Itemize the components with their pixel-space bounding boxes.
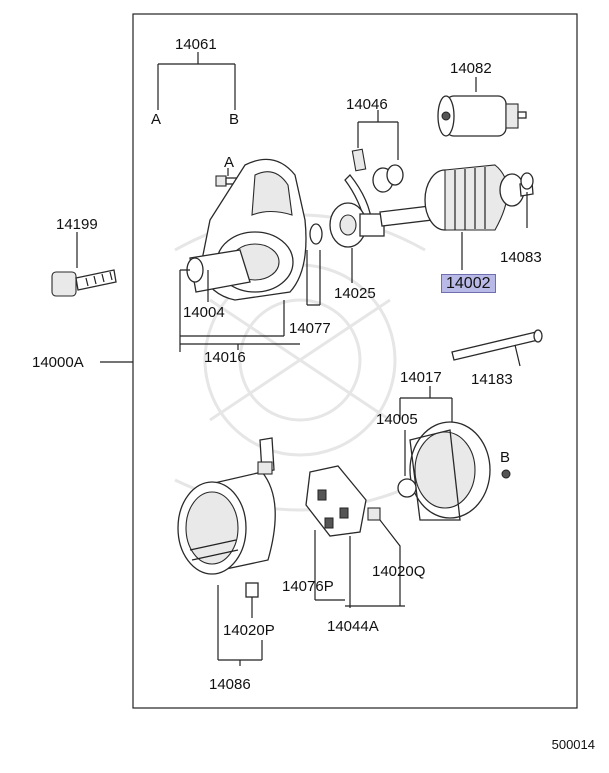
label-14044a: 14044A — [327, 618, 379, 635]
label-14046: 14046 — [346, 96, 388, 113]
diagram-code: 500014 — [551, 737, 595, 752]
label-14183: 14183 — [471, 371, 513, 388]
label-b-2: B — [500, 449, 511, 466]
label-14016: 14016 — [204, 349, 246, 366]
bracket-14004 — [179, 269, 285, 346]
label-a-2: A — [224, 154, 235, 171]
washer-14077 — [306, 223, 323, 306]
brush-14020p — [245, 582, 259, 618]
bracket-14016 — [179, 343, 300, 352]
label-14017: 14017 — [400, 369, 442, 386]
label-14004: 14004 — [183, 304, 225, 321]
lever-14046 — [344, 148, 404, 227]
label-a-1: A — [151, 111, 162, 128]
rear-cover-14017 — [397, 421, 491, 521]
bolt-b — [501, 469, 511, 479]
label-14076p: 14076P — [282, 578, 334, 595]
label-14086: 14086 — [209, 676, 251, 693]
label-14025: 14025 — [334, 285, 376, 302]
bolt-14199 — [51, 232, 117, 297]
label-14199: 14199 — [56, 216, 98, 233]
pinion-14025 — [329, 202, 385, 283]
front-housing-14016 — [186, 158, 307, 301]
bracket-14046 — [357, 110, 399, 160]
diagram-frame — [132, 13, 578, 709]
label-14000a: 14000A — [32, 354, 84, 371]
label-b-1: B — [229, 111, 240, 128]
label-14082: 14082 — [450, 60, 492, 77]
bracket-14017 — [399, 386, 453, 430]
label-14077: 14077 — [289, 320, 331, 337]
label-14083: 14083 — [500, 249, 542, 266]
label-14002-highlighted[interactable]: 14002 — [441, 274, 496, 293]
bracket-14086 — [217, 585, 263, 666]
brush-holder-14076p — [305, 465, 405, 608]
label-14005: 14005 — [376, 411, 418, 428]
label-14061: 14061 — [175, 36, 217, 53]
label-14020p: 14020P — [223, 622, 275, 639]
yoke-14086 — [177, 437, 276, 575]
through-bolt-14183 — [451, 329, 543, 367]
armature-14002 — [379, 164, 534, 270]
bracket-14061 — [157, 52, 236, 110]
label-14020q: 14020Q — [372, 563, 426, 580]
solenoid-14082 — [437, 77, 527, 137]
